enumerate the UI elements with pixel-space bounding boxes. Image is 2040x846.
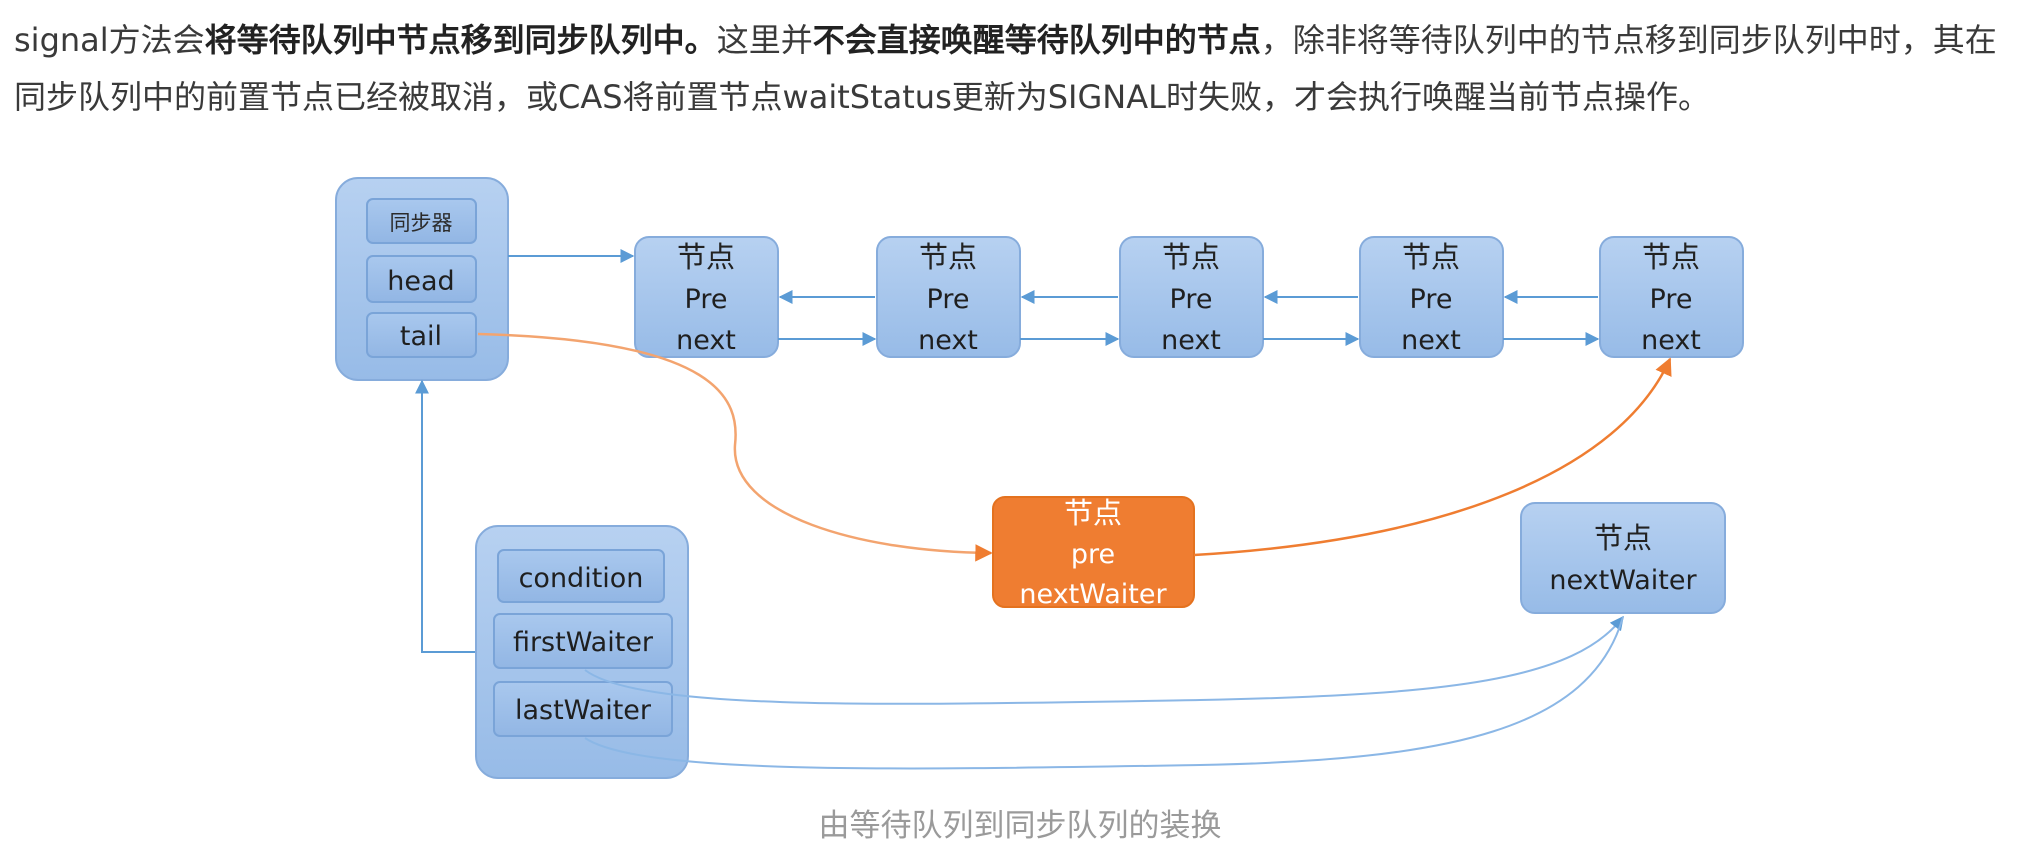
tail-label: tail bbox=[400, 321, 442, 352]
moving-node-pre: pre bbox=[1071, 539, 1115, 570]
text-run: ，除非将等待队列中的节点移到同步队列中时，其在同步队列中的前置节点已经被取消，或… bbox=[14, 21, 1997, 116]
node-pre: Pre bbox=[1650, 284, 1693, 315]
node-next: next bbox=[676, 325, 736, 356]
last-waiter-curve bbox=[584, 616, 1624, 770]
synchronizer-title: 同步器 bbox=[390, 211, 453, 235]
figure-caption: 由等待队列到同步队列的装换 bbox=[818, 808, 1222, 844]
condition-box: condition firstWaiter lastWaiter bbox=[475, 525, 689, 779]
sync-queue-node: 节点 Pre next bbox=[876, 236, 1021, 358]
node-title: 节点 bbox=[1642, 240, 1700, 274]
moving-node-title: 节点 bbox=[1064, 496, 1122, 530]
wait-node-title: 节点 bbox=[1594, 521, 1652, 555]
node-pre: Pre bbox=[685, 284, 728, 315]
first-waiter-curve bbox=[584, 615, 1624, 705]
synchronizer-box: 同步器 head tail bbox=[335, 177, 509, 381]
tail-to-moving-node-curve bbox=[477, 332, 993, 562]
node-pre: Pre bbox=[927, 284, 970, 315]
node-next: next bbox=[1161, 325, 1221, 356]
node-next: next bbox=[1401, 325, 1461, 356]
moving-node-to-tail-curve bbox=[1193, 357, 1672, 557]
bold-run: 不会直接唤醒等待队列中的节点 bbox=[812, 21, 1261, 59]
moving-node-next: nextWaiter bbox=[1019, 579, 1167, 610]
moving-node: 节点 pre nextWaiter bbox=[992, 496, 1195, 610]
last-waiter-label: lastWaiter bbox=[515, 695, 652, 726]
wait-node-next: nextWaiter bbox=[1549, 565, 1697, 596]
text-run: signal方法会 bbox=[14, 21, 205, 59]
head-label: head bbox=[387, 266, 454, 297]
text-run: 这里并 bbox=[716, 21, 813, 59]
sync-queue-node: 节点 Pre next bbox=[1359, 236, 1504, 358]
node-next: next bbox=[1641, 325, 1701, 356]
sync-queue-node: 节点 Pre next bbox=[1599, 236, 1744, 358]
node-next: next bbox=[918, 325, 978, 356]
node-title: 节点 bbox=[919, 240, 977, 274]
node-title: 节点 bbox=[1162, 240, 1220, 274]
sync-queue-node: 节点 Pre next bbox=[634, 236, 779, 358]
sync-queue-node: 节点 Pre next bbox=[1119, 236, 1264, 358]
description-paragraph: signal方法会将等待队列中节点移到同步队列中。这里并不会直接唤醒等待队列中的… bbox=[14, 12, 2024, 126]
bold-run: 将等待队列中节点移到同步队列中。 bbox=[204, 21, 717, 59]
node-title: 节点 bbox=[677, 240, 735, 274]
condition-label: condition bbox=[519, 563, 644, 594]
wait-queue-node: 节点 nextWaiter bbox=[1520, 502, 1726, 614]
condition-to-sync-arrow bbox=[415, 379, 475, 653]
node-pre: Pre bbox=[1170, 284, 1213, 315]
node-title: 节点 bbox=[1402, 240, 1460, 274]
queue-links bbox=[415, 249, 1600, 653]
node-pre: Pre bbox=[1410, 284, 1453, 315]
first-waiter-label: firstWaiter bbox=[513, 627, 654, 658]
